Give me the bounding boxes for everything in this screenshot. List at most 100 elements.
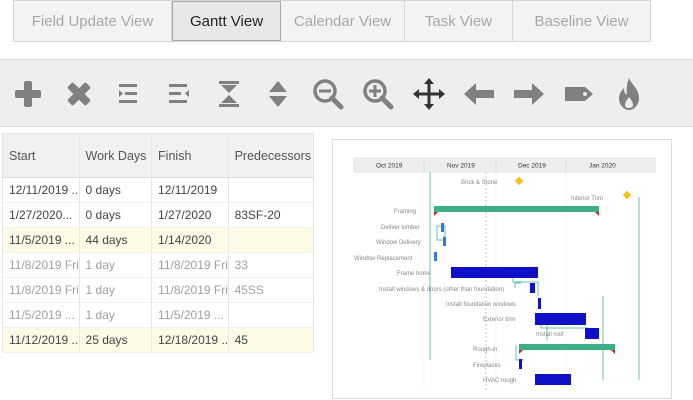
work-days-cell[interactable]: 44 days xyxy=(80,228,153,252)
task-label: Exterior trim xyxy=(483,317,515,323)
task-bar-exterior-trim[interactable] xyxy=(535,313,586,325)
gantt-chart: Oct 2019 Nov 2019 Dec 2019 Jan 2020 Bric… xyxy=(332,139,672,399)
task-grid: Start Work Days Finish Predecessors 12/1… xyxy=(2,133,314,353)
task-label: Deliver lumber xyxy=(381,225,420,231)
task-label: Brick & Stone xyxy=(461,180,498,186)
month-label: Dec 2019 xyxy=(518,163,546,170)
tab-field-update-view[interactable]: Field Update View xyxy=(14,1,172,41)
column-header-work-days[interactable]: Work Days xyxy=(80,134,153,177)
finish-cell[interactable]: 1/27/2020 xyxy=(152,203,229,227)
milestone-marker[interactable] xyxy=(622,190,632,200)
arrow-right-icon[interactable] xyxy=(512,74,546,114)
task-bar-window-replacement[interactable] xyxy=(434,252,437,261)
toolbar xyxy=(0,59,693,127)
start-cell[interactable]: 11/5/2019 ... xyxy=(3,303,80,327)
predecessors-cell[interactable]: 33 xyxy=(234,258,248,272)
zoom-in-icon[interactable] xyxy=(361,74,395,114)
work-days-cell[interactable]: 1 day xyxy=(80,278,153,302)
start-cell[interactable]: 11/8/2019 Fri xyxy=(3,253,80,277)
table-row[interactable]: 11/5/2019 ... 1 day 11/5/2019 ... xyxy=(3,303,313,328)
table-row[interactable]: 11/12/2019 ... 25 days 12/18/2019 ... 45 xyxy=(3,328,313,353)
table-row[interactable]: 11/5/2019 ... 44 days 1/14/2020 xyxy=(3,228,313,253)
summary-end-marker xyxy=(434,212,438,216)
indent-icon[interactable] xyxy=(112,74,146,114)
milestone-marker[interactable] xyxy=(514,176,524,186)
predecessors-cell[interactable] xyxy=(229,178,313,202)
predecessors-cell[interactable] xyxy=(229,228,313,252)
task-label: Interior Trim xyxy=(571,196,603,202)
task-label: Frame home xyxy=(397,271,432,277)
task-label: Fireplaces xyxy=(473,363,501,369)
start-cell[interactable]: 11/12/2019 ... xyxy=(3,328,80,352)
column-header-start[interactable]: Start xyxy=(3,134,80,177)
finish-cell[interactable]: 11/8/2019 Fri xyxy=(152,278,229,302)
summary-end-marker xyxy=(595,212,599,216)
finish-cell[interactable]: 12/11/2019 xyxy=(152,178,229,202)
predecessors-cell[interactable]: 45 xyxy=(234,333,248,347)
work-days-cell[interactable]: 1 day xyxy=(80,253,153,277)
work-days-cell[interactable]: 0 days xyxy=(80,203,153,227)
expand-icon[interactable] xyxy=(261,74,295,114)
tab-calendar-view[interactable]: Calendar View xyxy=(281,1,405,41)
column-header-finish[interactable]: Finish xyxy=(152,134,229,177)
task-label: Install windows & doors (other than foun… xyxy=(379,287,504,293)
summary-bar-framing[interactable] xyxy=(434,206,599,212)
table-row[interactable]: 11/8/2019 Fri 1 day 11/8/2019 Fri 45SS xyxy=(3,278,313,303)
task-bar-install-roof[interactable] xyxy=(585,328,599,339)
add-icon[interactable] xyxy=(11,74,45,114)
task-label: Window Replacement xyxy=(354,256,413,262)
delete-icon[interactable] xyxy=(62,74,96,114)
start-cell[interactable]: 11/8/2019 Fri xyxy=(3,278,80,302)
table-row[interactable]: 1/27/2020... 0 days 1/27/2020 83SF-20 xyxy=(3,203,313,228)
start-cell[interactable]: 12/11/2019 ... xyxy=(3,178,80,202)
tab-baseline-view[interactable]: Baseline View xyxy=(534,12,629,30)
view-tabs: Field Update View Gantt View Calendar Vi… xyxy=(13,0,651,42)
task-bar-deliver-lumber[interactable] xyxy=(441,223,444,232)
start-cell[interactable]: 1/27/2020... xyxy=(3,203,80,227)
task-bar-hvac-rough[interactable] xyxy=(535,374,571,385)
tab-task-view[interactable]: Task View xyxy=(405,1,513,41)
fire-icon[interactable] xyxy=(612,74,646,114)
tag-icon[interactable] xyxy=(562,74,596,114)
month-label: Nov 2019 xyxy=(447,163,475,170)
task-label: Install foundation windows xyxy=(446,302,516,308)
task-bar-fireplaces[interactable] xyxy=(519,359,522,369)
move-icon[interactable] xyxy=(412,74,446,114)
outdent-icon[interactable] xyxy=(162,74,196,114)
gantt-canvas: Oct 2019 Nov 2019 Dec 2019 Jan 2020 Bric… xyxy=(353,157,656,390)
task-label: HVAC rough xyxy=(483,378,516,384)
summary-end-marker xyxy=(519,350,523,354)
predecessors-cell[interactable] xyxy=(229,303,313,327)
start-cell[interactable]: 11/5/2019 ... xyxy=(3,228,80,252)
collapse-icon[interactable] xyxy=(212,74,246,114)
work-days-cell[interactable]: 0 days xyxy=(80,178,153,202)
finish-cell[interactable]: 1/14/2020 xyxy=(152,228,229,252)
finish-cell[interactable]: 11/5/2019 ... xyxy=(152,303,229,327)
summary-end-marker xyxy=(611,350,615,354)
finish-cell[interactable]: 11/8/2019 Fri xyxy=(152,253,229,277)
predecessors-cell[interactable]: 83SF-20 xyxy=(234,208,281,222)
task-bar-frame-home[interactable] xyxy=(451,267,538,278)
arrow-left-icon[interactable] xyxy=(462,74,496,114)
month-label: Oct 2019 xyxy=(376,163,403,170)
summary-bar-rough-in[interactable] xyxy=(519,344,615,350)
task-bar-install-foundation-windows[interactable] xyxy=(538,298,541,309)
work-days-cell[interactable]: 1 day xyxy=(80,303,153,327)
task-label: Window Delivery xyxy=(376,240,421,246)
month-label: Jan 2020 xyxy=(589,163,616,170)
grid-header: Start Work Days Finish Predecessors xyxy=(3,134,313,178)
timeline-header xyxy=(353,157,656,173)
task-label: Framing xyxy=(394,209,416,215)
column-header-predecessors[interactable]: Predecessors xyxy=(234,148,311,163)
zoom-out-icon[interactable] xyxy=(311,74,345,114)
task-label: Rough-in xyxy=(473,347,497,353)
tab-gantt-view[interactable]: Gantt View xyxy=(172,1,281,41)
task-bar-install-windows[interactable] xyxy=(530,283,535,293)
task-bar-window-delivery[interactable] xyxy=(443,237,446,246)
predecessors-cell[interactable]: 45SS xyxy=(234,283,264,297)
table-row[interactable]: 12/11/2019 ... 0 days 12/11/2019 xyxy=(3,178,313,203)
finish-cell[interactable]: 12/18/2019 ... xyxy=(152,328,229,352)
table-row[interactable]: 11/8/2019 Fri 1 day 11/8/2019 Fri 33 xyxy=(3,253,313,278)
work-days-cell[interactable]: 25 days xyxy=(80,328,153,352)
task-label: Install roof xyxy=(536,332,564,338)
